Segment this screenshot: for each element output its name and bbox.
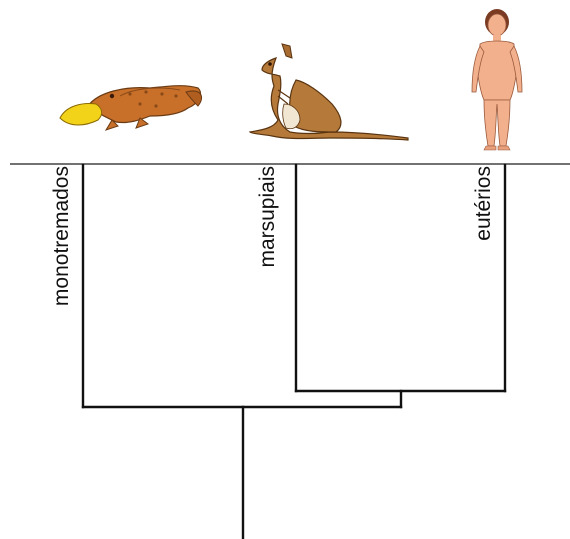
label-marsupials: marsupiais [256,166,279,268]
kangaroo-icon [250,44,408,140]
label-eutherians: eutérios [472,166,495,241]
human-icon [472,9,522,150]
tree-lines [83,165,505,539]
platypus-icon [60,86,202,130]
label-monotremes: monotremados [50,166,73,306]
